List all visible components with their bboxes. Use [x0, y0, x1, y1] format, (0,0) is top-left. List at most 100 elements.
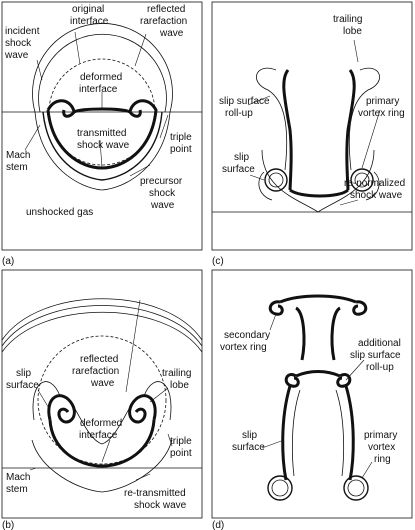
label-triple-point-2: point: [170, 144, 192, 155]
label-deformed-interface-2: interface: [79, 84, 118, 95]
label-mach-stem-2: stem: [6, 162, 28, 173]
label-reflected-rarefaction-b-2: rarefaction: [72, 366, 119, 377]
label-slip-surface-d-1: slip: [242, 430, 257, 441]
label-slip-surface-d-2: surface: [232, 442, 265, 453]
secondary-vortex-right: [352, 300, 368, 316]
slip-surface-right-outer: [348, 67, 380, 171]
reflected-arc-2: [1, 305, 203, 347]
label-reflected-rarefaction-b-1: reflected: [80, 354, 118, 365]
label-reflected-rarefaction-b-3: wave: [90, 378, 115, 389]
panel-c-letter: (c): [212, 256, 224, 267]
panel-a: original interface reflected rarefaction…: [1, 1, 203, 267]
label-triple-point-b-1: triple: [170, 436, 192, 447]
label-primary-vortex-1: primary: [366, 96, 399, 107]
label-precursor-shock-3: wave: [150, 200, 175, 211]
panel-a-letter: (a): [2, 256, 14, 267]
deformed-interface-top: [73, 107, 131, 114]
interface-left: [282, 69, 293, 191]
primary-stem-right: [344, 385, 355, 481]
interface-inner-b: [71, 403, 133, 445]
label-slip-surface-1: slip: [234, 152, 249, 163]
renormalized-shock-line: [261, 149, 375, 213]
additional-rollup-right: [336, 373, 352, 388]
label-original-interface-2: interface: [70, 16, 109, 27]
panel-b-letter: (b): [2, 520, 14, 530]
label-additional-rollup-2: slip surface: [350, 350, 401, 361]
label-incident-shock-1: incident: [5, 26, 40, 37]
slip-surface-left-outer: [256, 67, 288, 171]
slip-surface-outer-right: [143, 381, 172, 421]
label-reflected-rarefaction-2: rarefaction: [140, 16, 187, 27]
panel-d-letter: (d): [212, 520, 224, 530]
reflected-rarefaction-circle: [37, 335, 167, 465]
panel-b-frame: [1, 269, 203, 519]
precursor-shock-line: [34, 111, 171, 191]
label-secondary-vortex-1: secondary: [224, 330, 270, 341]
label-additional-rollup-3: roll-up: [366, 362, 394, 373]
rollup-right: [128, 394, 157, 424]
label-triple-point-b-2: point: [170, 448, 192, 459]
primary-stem-left: [281, 385, 292, 481]
label-slip-surface-b-2: surface: [6, 380, 39, 391]
label-retransmitted-1: re-transmitted: [124, 488, 186, 499]
interface-bottom: [289, 188, 350, 198]
label-retransmitted-2: shock wave: [134, 500, 187, 511]
label-incident-shock-2: shock: [5, 38, 32, 49]
label-transmitted-shock-2: shock wave: [77, 140, 130, 151]
incident-shock-outer: [32, 23, 173, 113]
secondary-vortex-left: [268, 300, 284, 316]
primary-vortex-right-d: [343, 475, 369, 501]
label-slip-rollup-2: roll-up: [225, 108, 253, 119]
additional-top: [295, 370, 341, 378]
label-renormalized-1: re-normalized: [344, 178, 405, 189]
label-reflected-rarefaction-1: reflected: [147, 4, 185, 15]
label-deformed-interface-1: deformed: [80, 72, 122, 83]
panel-d-frame: [211, 269, 413, 519]
label-primary-vortex-d-3: ring: [374, 454, 391, 465]
label-reflected-rarefaction-3: wave: [159, 28, 184, 39]
label-mach-stem-1: Mach: [6, 150, 30, 161]
label-mach-stem-b-1: Mach: [6, 472, 30, 483]
secondary-stem-right: [330, 306, 342, 361]
panel-d: secondary vortex ring additional slip su…: [211, 269, 413, 530]
primary-vortex-left: [264, 168, 288, 192]
panel-a-frame: [1, 1, 203, 251]
rollup-left: [47, 394, 76, 424]
secondary-top: [279, 294, 357, 304]
panel-c-frame: [211, 1, 413, 251]
label-primary-vortex-d-1: primary: [364, 430, 397, 441]
panel-c: trailing lobe slip surface roll-up prima…: [211, 1, 413, 267]
label-precursor-shock-1: precursor: [140, 176, 183, 187]
retransmitted-shock-line: [31, 439, 173, 493]
label-slip-rollup-1: slip surface: [219, 96, 270, 107]
primary-vortex-left-d: [267, 475, 293, 501]
label-transmitted-shock-1: transmitted: [77, 128, 126, 139]
label-trailing-lobe-1: trailing: [333, 14, 362, 25]
transmitted-shock-line: [42, 111, 163, 181]
label-trailing-lobe-b-2: lobe: [170, 380, 189, 391]
label-deformed-interface-b-2: interface: [79, 430, 118, 441]
interface-right: [345, 69, 356, 191]
label-mach-stem-b-2: stem: [6, 484, 28, 495]
label-deformed-interface-b-1: deformed: [80, 418, 122, 429]
label-incident-shock-3: wave: [4, 50, 29, 61]
secondary-stem-left: [294, 306, 306, 361]
additional-rollup-left: [284, 373, 300, 388]
label-precursor-shock-2: shock: [149, 188, 176, 199]
label-secondary-vortex-2: vortex ring: [220, 342, 267, 353]
label-slip-surface-b-1: slip: [16, 368, 31, 379]
label-primary-vortex-2: vortex ring: [358, 108, 405, 119]
label-original-interface-1: original: [72, 4, 104, 15]
label-unshocked-gas: unshocked gas: [26, 207, 93, 218]
deformed-interface-shape: [46, 99, 158, 170]
label-trailing-lobe-2: lobe: [343, 26, 362, 37]
slip-surface-outer-left: [32, 381, 61, 421]
label-trailing-lobe-b-1: trailing: [162, 368, 191, 379]
panel-b: reflected rarefaction wave slip surface …: [1, 269, 203, 530]
reflected-arc-3: [1, 311, 203, 353]
label-renormalized-2: shock wave: [350, 190, 403, 201]
primary-vortex-right: [350, 168, 374, 192]
label-slip-surface-2: surface: [222, 164, 255, 175]
reflected-arc-1: [1, 298, 203, 341]
